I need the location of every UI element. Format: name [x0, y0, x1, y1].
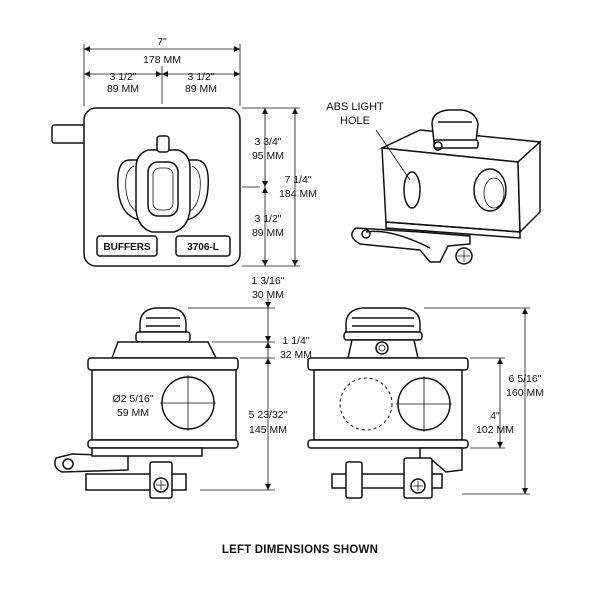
iso-knob: [431, 109, 479, 143]
iso-hole-left: [403, 171, 421, 209]
nameplate-left: [96, 235, 158, 257]
side-body-height-in: 4": [490, 410, 500, 422]
side-knob-cap: [345, 307, 421, 333]
knob-height-mm: 30 MM: [252, 289, 284, 301]
half-right-in: 3 1/2": [187, 71, 214, 83]
side-total-height-in: 6 5/16": [509, 373, 542, 385]
side-view: [307, 307, 469, 499]
front-dimensions: 1 3/16" 30 MM 1 1/4" 32 MM Ø2 5/16" 59 M…: [112, 275, 312, 491]
side-abs-hole: [375, 341, 389, 355]
side-hole-hidden: [339, 377, 393, 431]
overall-width-in: 7": [157, 36, 167, 48]
lower-height-mm: 89 MM: [252, 227, 284, 239]
nameplate-right: [175, 235, 231, 257]
iso-box-side: [517, 140, 541, 234]
front-view: [54, 307, 239, 499]
front-body-height-mm: 145 MM: [249, 424, 287, 436]
side-bolt-block: [403, 457, 433, 499]
abs-light-label-2: HOLE: [340, 115, 370, 127]
total-height-in: 7 1/4": [284, 174, 311, 186]
top-view: BUFFERS 3706-L: [51, 107, 241, 267]
front-knob-cap: [139, 307, 187, 333]
side-body: [313, 369, 463, 441]
front-neck: [110, 341, 218, 359]
plate-left-text: BUFFERS: [103, 242, 151, 253]
top-height-dimensions: 3 3/4" 95 MM 7 1/4" 184 MM 3 1/2" 89 MM: [242, 107, 317, 267]
half-right-mm: 89 MM: [185, 83, 217, 95]
top-width-dimensions: 7" 178 MM 3 1/2" 89 MM 3 1/2" 89 MM: [83, 36, 241, 106]
upper-height-in: 3 3/4": [254, 136, 281, 148]
side-body-height-mm: 102 MM: [476, 424, 514, 436]
side-dimensions: 6 5/16" 160 MM 4" 102 MM: [424, 307, 544, 495]
side-total-height-mm: 160 MM: [506, 387, 544, 399]
front-lid: [87, 357, 239, 371]
side-lid: [307, 357, 469, 371]
half-left-in: 3 1/2": [109, 71, 136, 83]
front-body-height-in: 5 23/32": [249, 409, 288, 421]
half-left-mm: 89 MM: [107, 83, 139, 95]
lower-height-in: 3 1/2": [254, 213, 281, 225]
footer-caption: LEFT DIMENSIONS SHOWN: [221, 544, 379, 556]
iso-hole-right: [473, 168, 507, 212]
hole-diameter-in: Ø2 5/16": [112, 393, 153, 405]
hole-diameter-mm: 59 MM: [117, 407, 149, 419]
neck-height-mm: 32 MM: [280, 349, 312, 361]
front-body: [91, 369, 237, 441]
iso-clamp: [351, 227, 471, 263]
top-view-stub: [51, 124, 87, 144]
total-height-mm: 184 MM: [279, 188, 317, 200]
iso-bolt: [455, 247, 473, 265]
plate-right-text: 3706-L: [187, 242, 219, 253]
upper-height-mm: 95 MM: [252, 150, 284, 162]
neck-height-in: 1 1/4": [282, 335, 309, 347]
knob-height-in: 1 3/16": [252, 275, 285, 287]
knob-tip: [156, 135, 170, 153]
front-clamp-arm: [54, 453, 129, 473]
overall-width-mm: 178 MM: [143, 54, 181, 66]
iso-box-front: [381, 147, 521, 233]
abs-light-label-1: ABS LIGHT: [326, 101, 384, 113]
isometric-view: ABS LIGHT HOLE: [326, 101, 542, 265]
